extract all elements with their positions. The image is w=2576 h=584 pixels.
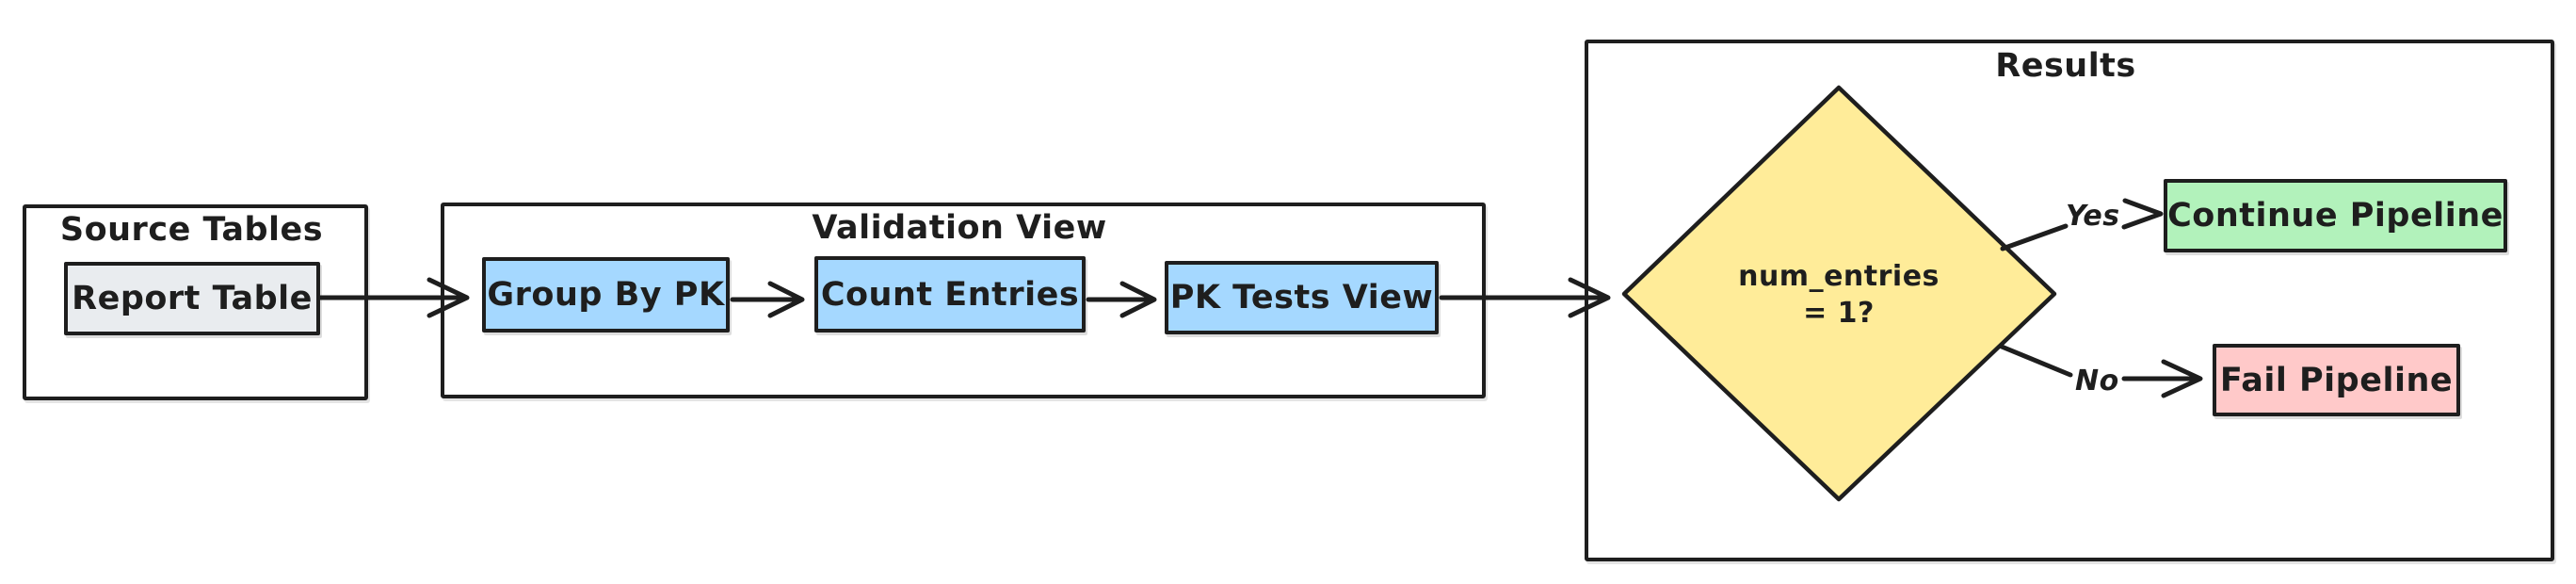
node-fail-pipeline: Fail Pipeline: [2213, 344, 2460, 416]
edge-label-no: No: [2075, 365, 2119, 397]
edge-decision-no: [1999, 344, 2073, 378]
group-title-source-tables: Source Tables: [59, 211, 324, 249]
arrowhead-groupby-to-count: [767, 281, 805, 318]
node-report-table: Report Table: [64, 262, 320, 335]
node-count-entries-label: Count Entries: [820, 275, 1080, 314]
node-continue-pipeline: Continue Pipeline: [2164, 179, 2507, 252]
decision-label-line2: = 1?: [1803, 297, 1875, 330]
decision-label-line1: num_entries: [1738, 260, 1940, 293]
group-title-results: Results: [1995, 47, 2136, 85]
node-group-by-pk: Group By PK: [482, 257, 730, 333]
node-fail-pipeline-label: Fail Pipeline: [2219, 361, 2454, 399]
group-source-tables: [23, 204, 368, 400]
arrowhead-count-to-pktests: [1119, 281, 1157, 318]
edge-label-yes: Yes: [2066, 200, 2120, 233]
node-count-entries: Count Entries: [814, 256, 1086, 333]
arrowhead-yes-to-continue: [2121, 198, 2164, 230]
arrowhead-no-to-fail: [2161, 359, 2203, 398]
node-report-table-label: Report Table: [72, 280, 313, 317]
group-results: [1585, 40, 2554, 561]
group-validation-view: [441, 203, 1486, 398]
group-title-validation-view: Validation View: [812, 209, 1107, 247]
node-group-by-pk-label: Group By PK: [487, 276, 725, 314]
node-pk-tests-view: PK Tests View: [1165, 261, 1439, 334]
node-pk-tests-view-label: PK Tests View: [1169, 279, 1434, 316]
decision-diamond-label: num_entries = 1?: [1674, 258, 2004, 332]
arrowhead-pktests-to-decision: [1568, 277, 1611, 318]
edge-decision-yes: [2000, 223, 2069, 251]
arrowhead-report-to-groupby: [427, 277, 470, 318]
decision-diamond-shape: [1621, 85, 2057, 502]
node-continue-pipeline-label: Continue Pipeline: [2167, 197, 2504, 235]
